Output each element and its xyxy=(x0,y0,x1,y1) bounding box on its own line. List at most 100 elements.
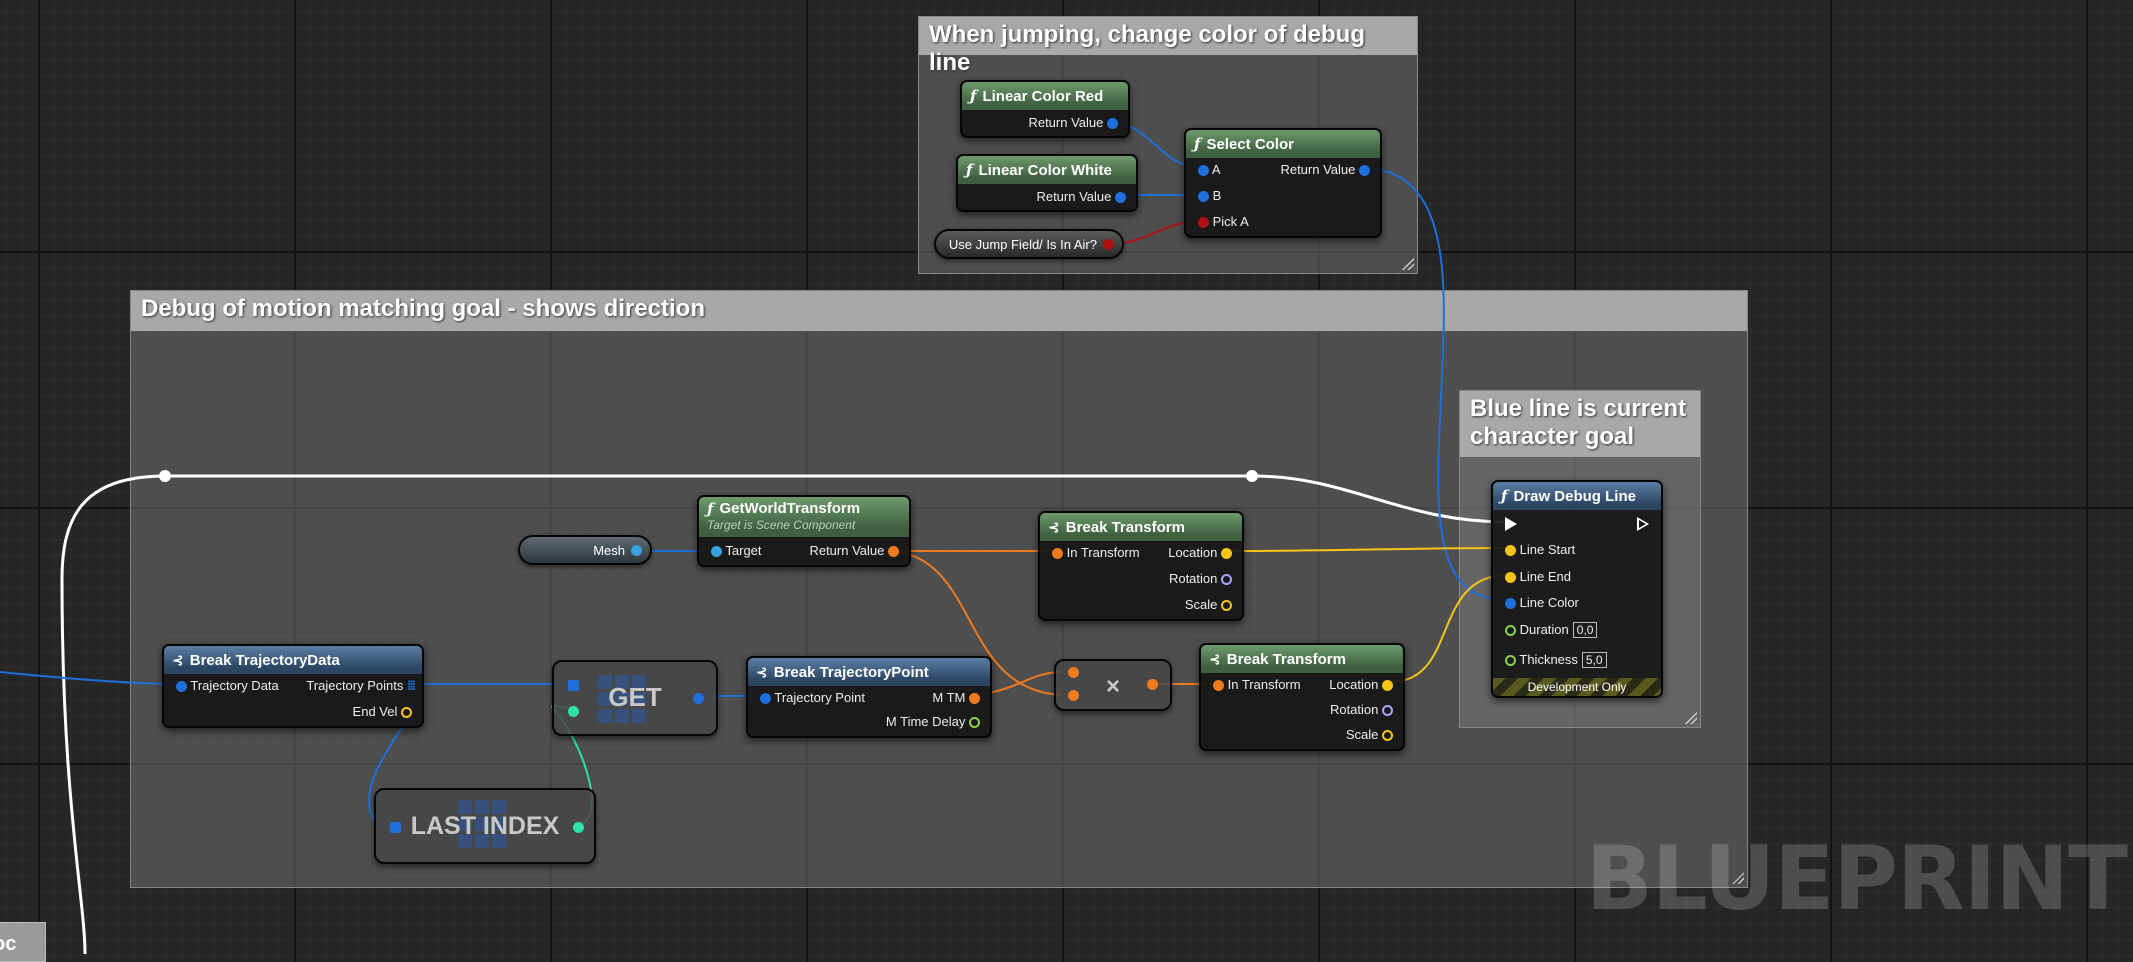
pin-duration[interactable] xyxy=(1505,625,1516,637)
pin-mtm[interactable] xyxy=(969,693,980,705)
pin-a[interactable] xyxy=(1198,165,1209,177)
pin-return-value[interactable] xyxy=(1115,192,1126,204)
array-grid-icon xyxy=(458,800,506,848)
pin-label: Return Value xyxy=(1028,115,1104,130)
pin-in-transform[interactable] xyxy=(1052,548,1063,560)
node-title: Linear Color White xyxy=(978,161,1112,179)
development-only-banner: Development Only xyxy=(1493,678,1661,696)
duration-input[interactable]: 0,0 xyxy=(1572,622,1598,638)
pin-array-input[interactable] xyxy=(568,680,579,691)
node-title: GET xyxy=(608,682,662,712)
variable-label: Use Jump Field/ Is In Air? xyxy=(948,236,1097,252)
pin-last-index-output[interactable] xyxy=(573,822,584,833)
pin-pick-a[interactable] xyxy=(1198,217,1209,229)
pin-b[interactable] xyxy=(1068,690,1079,701)
pin-line-color[interactable] xyxy=(1505,598,1516,610)
pin-array-input[interactable] xyxy=(390,822,401,833)
node-break-transform-top[interactable]: ⊰Break Transform In Transform Location R… xyxy=(1038,511,1244,621)
pin-line-end[interactable] xyxy=(1505,572,1516,584)
pin-in-transform[interactable] xyxy=(1213,680,1224,692)
pin-label: B xyxy=(1212,188,1222,203)
node-title: GetWorldTransform xyxy=(719,500,861,517)
pin-rotation[interactable] xyxy=(1382,705,1393,717)
pin-line-start[interactable] xyxy=(1505,545,1516,557)
node-title: Select Color xyxy=(1206,135,1294,153)
break-icon: ⊰ xyxy=(172,651,184,668)
pin-label: Location xyxy=(1168,545,1218,560)
pin-end-vel[interactable] xyxy=(401,707,412,719)
node-title: Break Transform xyxy=(1226,650,1346,668)
pin-label: Return Value xyxy=(809,543,885,558)
node-multiply-transform[interactable]: × xyxy=(1054,659,1172,711)
pin-trajectory-data[interactable] xyxy=(176,681,187,693)
pin-label: Scale xyxy=(1184,597,1218,612)
pin-scale[interactable] xyxy=(1221,600,1232,612)
pin-mesh-output[interactable] xyxy=(631,544,642,556)
pin-get-output[interactable] xyxy=(693,693,704,704)
pin-location[interactable] xyxy=(1221,548,1232,560)
break-icon: ⊰ xyxy=(756,663,768,680)
resize-handle[interactable] xyxy=(1402,258,1414,270)
node-title: Break TrajectoryData xyxy=(189,651,340,669)
pin-label: End Vel xyxy=(352,704,398,719)
pin-label: Location xyxy=(1329,677,1379,692)
function-icon: ƒ xyxy=(1194,135,1201,153)
pin-b[interactable] xyxy=(1198,191,1209,203)
pin-bool-output[interactable] xyxy=(1103,238,1114,250)
exec-input-pin[interactable] xyxy=(1505,517,1517,531)
pin-label: Rotation xyxy=(1329,702,1379,717)
pin-trajectory-point[interactable] xyxy=(760,693,771,705)
pin-label: Line Start xyxy=(1519,542,1576,557)
comment-title[interactable]: Debug of motion matching goal - shows di… xyxy=(131,291,1747,331)
array-pin-icon[interactable]: ⁞⁞⁞ xyxy=(407,678,416,693)
variable-use-jump-field[interactable]: Use Jump Field/ Is In Air? xyxy=(934,229,1124,259)
node-last-index[interactable]: LAST INDEX xyxy=(374,788,596,864)
node-draw-debug-line[interactable]: ƒ Draw Debug Line Line Start Line End Lin… xyxy=(1491,480,1663,698)
comment-title[interactable]: Blue line is current character goal xyxy=(1460,391,1700,457)
pin-location[interactable] xyxy=(1382,680,1393,692)
pin-a[interactable] xyxy=(1068,667,1079,678)
pin-label: M TM xyxy=(932,690,966,705)
resize-handle[interactable] xyxy=(1732,872,1744,884)
pin-index-input[interactable] xyxy=(568,706,579,717)
function-icon: ƒ xyxy=(707,500,714,518)
exec-output-pin[interactable] xyxy=(1637,517,1649,531)
pin-label: Line Color xyxy=(1519,595,1579,610)
node-break-trajectory-point[interactable]: ⊰Break TrajectoryPoint Trajectory Point … xyxy=(746,656,992,738)
pin-return-value[interactable] xyxy=(1359,165,1370,177)
pin-m-time-delay[interactable] xyxy=(969,717,980,729)
pin-thickness[interactable] xyxy=(1505,655,1516,667)
pin-return-value[interactable] xyxy=(1107,118,1118,130)
pin-rotation[interactable] xyxy=(1221,574,1232,586)
pin-label: Return Value xyxy=(1280,162,1356,177)
variable-mesh[interactable]: Mesh xyxy=(518,535,652,565)
pin-output[interactable] xyxy=(1147,679,1158,690)
comment-fragment[interactable]: oc xyxy=(0,922,46,962)
thickness-input[interactable]: 5,0 xyxy=(1581,652,1607,668)
break-icon: ⊰ xyxy=(1048,518,1060,535)
pin-label: Rotation xyxy=(1168,571,1218,586)
pin-label: A xyxy=(1211,162,1221,177)
pin-return-value[interactable] xyxy=(888,546,899,558)
node-title: Linear Color Red xyxy=(982,87,1104,105)
variable-label: Mesh xyxy=(593,542,625,558)
node-title: Draw Debug Line xyxy=(1513,487,1636,505)
node-break-transform-bottom[interactable]: ⊰Break Transform In Transform Location R… xyxy=(1199,643,1405,751)
pin-target[interactable] xyxy=(711,546,722,558)
pin-label: Trajectory Point xyxy=(774,690,865,705)
pin-scale[interactable] xyxy=(1382,730,1393,742)
node-break-trajectory-data[interactable]: ⊰Break TrajectoryData Trajectory Data Tr… xyxy=(162,644,424,728)
resize-handle[interactable] xyxy=(1685,712,1697,724)
pin-label: Line End xyxy=(1519,569,1571,584)
node-get[interactable]: GET xyxy=(552,660,718,736)
comment-title[interactable]: When jumping, change color of debug line xyxy=(919,17,1417,76)
pin-label: Trajectory Points xyxy=(306,678,404,693)
node-title: Break Transform xyxy=(1065,518,1185,536)
pin-label: Target xyxy=(725,543,762,558)
function-icon: ƒ xyxy=(1501,487,1508,505)
array-grid-icon xyxy=(598,675,646,723)
